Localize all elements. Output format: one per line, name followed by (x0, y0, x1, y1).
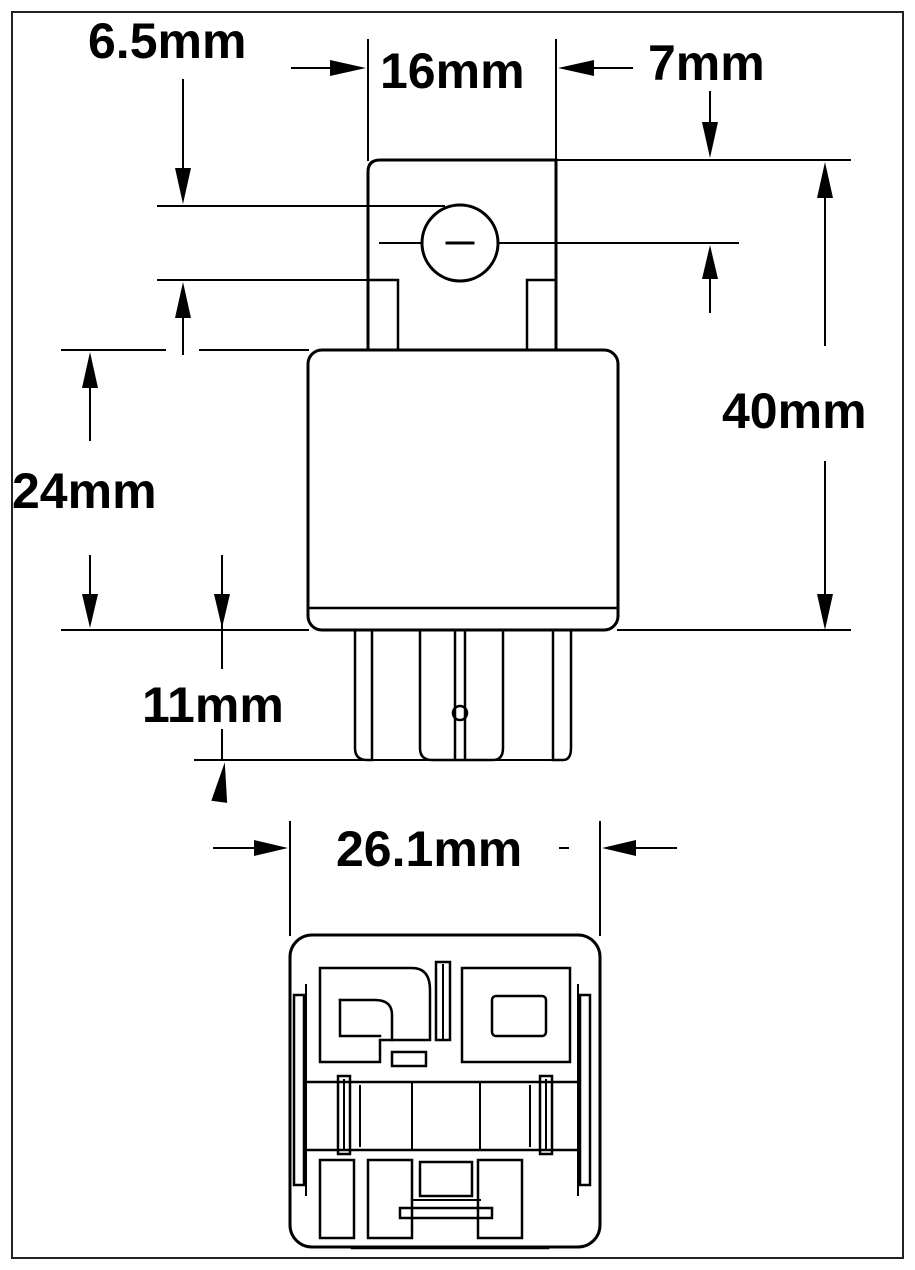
tab-hole-offset-label: 6.5mm (88, 13, 246, 69)
overall-height-label: 40mm (722, 383, 867, 439)
body-height-label: 24mm (12, 463, 157, 519)
side-terminals (353, 628, 573, 762)
dimension-lines (61, 39, 851, 936)
relay-bottom-view (288, 933, 602, 1250)
tab-width-label: 16mm (380, 43, 525, 99)
drawing-frame (11, 11, 904, 1259)
tab-slot-right (525, 278, 558, 350)
terminal-length-label: 11mm (142, 677, 284, 733)
tab-slot-left (366, 278, 400, 350)
mounting-tab (366, 158, 558, 352)
relay-side-view (306, 158, 620, 762)
tab-hole-diameter-label: 7mm (648, 35, 765, 91)
base-width-label: 26.1mm (336, 821, 522, 877)
mounting-hole (420, 203, 500, 283)
relay-body (306, 348, 620, 632)
